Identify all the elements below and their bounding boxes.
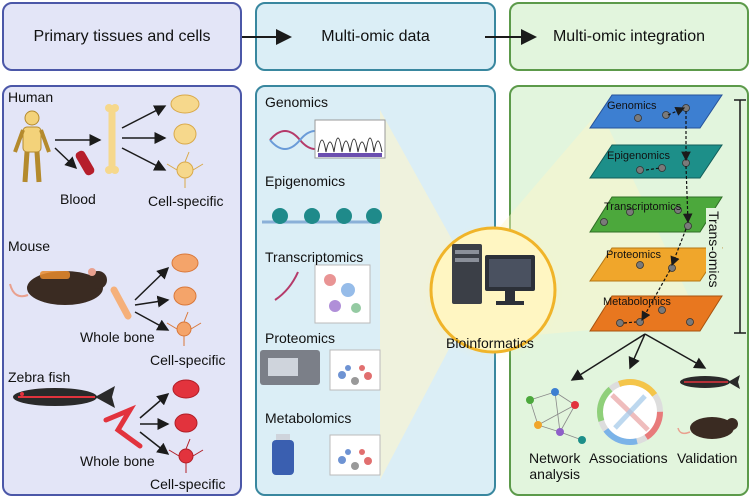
label-epigenomics: Epigenomics <box>265 173 346 189</box>
label-bioinformatics: Bioinformatics <box>446 335 534 351</box>
layer-nodes <box>600 104 694 327</box>
chord-diagram-icon <box>597 379 663 445</box>
trans-omics-bracket <box>734 99 746 334</box>
nucleosome-icons <box>262 208 382 224</box>
label-human: Human <box>8 89 54 105</box>
computer-icon <box>452 244 535 305</box>
mouse-bone-icon <box>110 286 132 320</box>
fish-arrows <box>139 393 170 455</box>
header-primary-label: Primary tissues and cells <box>33 27 211 45</box>
label-blood: Blood <box>60 191 96 207</box>
validation-fish-icon <box>680 375 740 389</box>
header-integration: Multi-omic integration <box>509 2 749 71</box>
human-arrows <box>54 105 167 171</box>
label-transcriptomics: Transcriptomics <box>265 249 364 265</box>
header-multiomic-label: Multi-omic data <box>321 27 430 45</box>
label-cell-specific-mouse: Cell-specific <box>150 352 226 368</box>
label-trans-omics: Trans-omics <box>706 208 722 291</box>
label-genomics: Genomics <box>265 94 329 110</box>
label-validation: Validation <box>677 450 738 466</box>
volcano-plot-icon-2 <box>329 434 381 476</box>
header-primary: Primary tissues and cells <box>2 2 242 71</box>
layer-label-proteomics: Proteomics <box>606 249 662 261</box>
human-skeleton-icon <box>13 110 51 183</box>
label-zebrafish: Zebra fish <box>8 369 71 385</box>
label-mouse: Mouse <box>8 238 51 254</box>
label-metabolomics: Metabolomics <box>265 410 352 426</box>
label-cell-specific-fish: Cell-specific <box>150 476 226 492</box>
label-network-analysis: Network analysis <box>529 450 581 482</box>
layer-label-genomics: Genomics <box>607 100 657 112</box>
rna-strand-icon <box>274 271 299 301</box>
header-integration-label: Multi-omic integration <box>552 27 706 45</box>
label-proteomics: Proteomics <box>265 330 336 346</box>
validation-mouse-icon <box>677 417 738 439</box>
outcome-arrows <box>570 333 707 381</box>
network-graph-icon <box>526 388 586 444</box>
mouse-arrows <box>134 266 170 331</box>
mouse-cell-icons <box>166 253 202 346</box>
layer-label-epigenomics: Epigenomics <box>607 150 670 162</box>
label-whole-bone-fish: Whole bone <box>80 453 155 469</box>
fish-bone-icon <box>103 404 143 449</box>
label-cell-specific-human: Cell-specific <box>148 193 224 209</box>
zebrafish-icon <box>13 386 115 408</box>
human-cell-icons <box>166 94 204 188</box>
label-whole-bone-mouse: Whole bone <box>80 329 155 345</box>
mass-spec-icon <box>260 350 320 385</box>
layer-label-transcriptomics: Transcriptomics <box>604 201 682 213</box>
mouse-icon <box>9 268 107 305</box>
bone-icon <box>105 104 119 174</box>
layer-connections <box>623 106 693 324</box>
volcano-plot-icon <box>329 349 381 391</box>
chromatogram-icon <box>314 119 386 159</box>
fish-cell-icons <box>168 379 204 473</box>
umap-plot-icon <box>314 264 371 324</box>
label-associations: Associations <box>589 450 668 466</box>
blood-tube-icon <box>75 150 95 176</box>
layer-label-metabolomics: Metabolomics <box>603 296 671 308</box>
bioreactor-icon <box>272 434 294 475</box>
